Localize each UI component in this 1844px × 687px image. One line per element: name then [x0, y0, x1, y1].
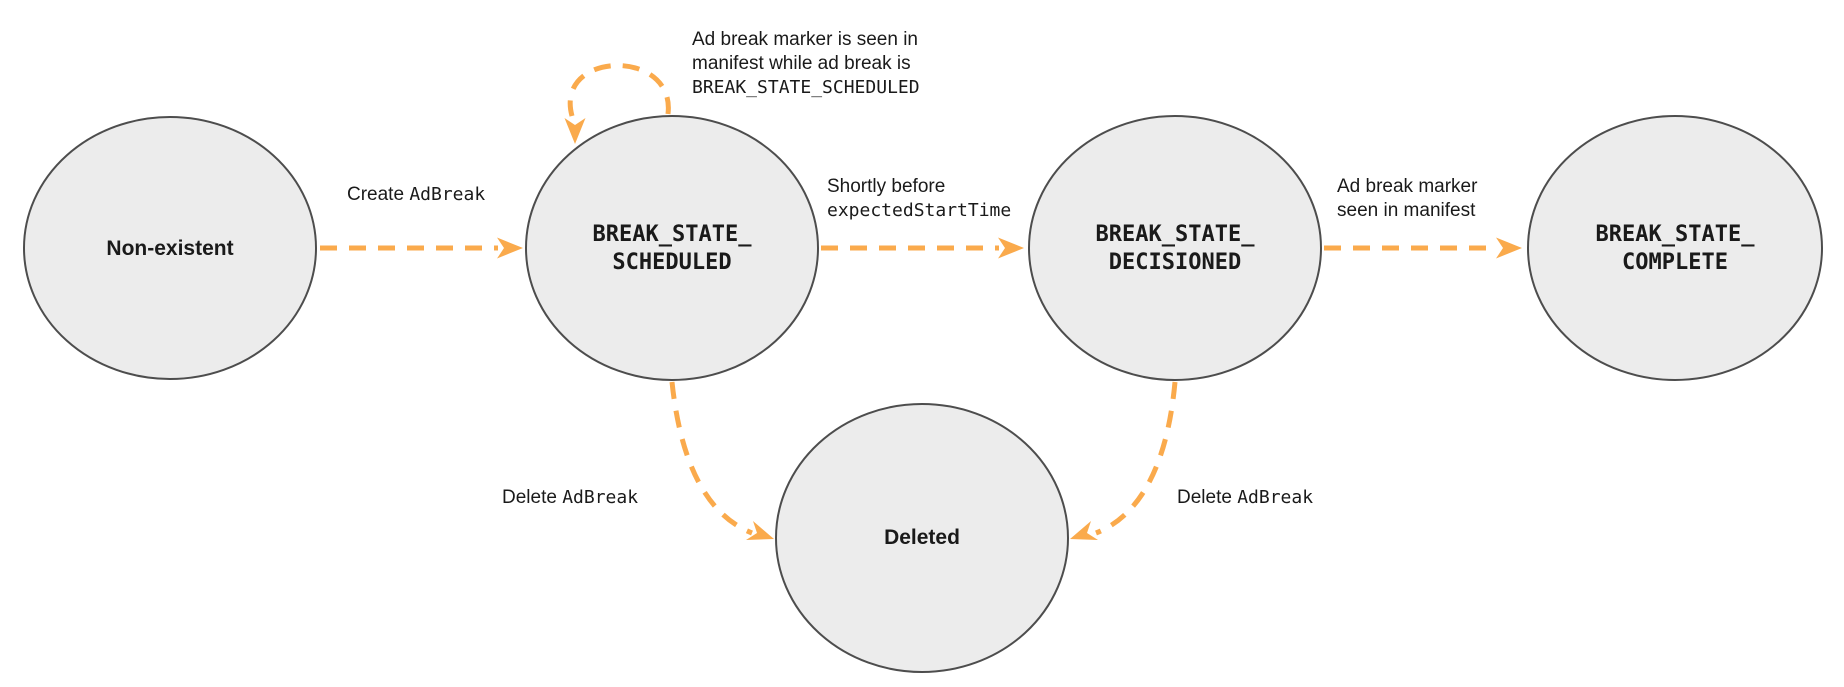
arrowhead-scheduled-to-decisioned — [998, 237, 1024, 259]
transition-label-delete-left-code: AdBreak — [562, 487, 639, 508]
state-label-decisioned-line2: DECISIONED — [1108, 250, 1242, 275]
state-node-non-existent — [23, 116, 317, 380]
transition-label-scheduled-to-deleted: Delete AdBreak — [502, 486, 638, 510]
state-label-decisioned-line1: BREAK_STATE_ — [1095, 222, 1255, 247]
self-loop-label-line1: Ad break marker is seen in — [692, 29, 918, 50]
state-label-complete-line2: COMPLETE — [1622, 250, 1728, 275]
state-label-decisioned: BREAK_STATE_ DECISIONED — [1096, 221, 1255, 277]
edge-scheduled-to-deleted — [669, 381, 753, 536]
edge-decisioned-to-deleted — [1095, 381, 1178, 536]
state-node-decisioned — [1028, 115, 1322, 381]
transition-label-create-adbreak: Create AdBreak — [347, 183, 485, 207]
transition-label-decisioned-to-deleted: Delete AdBreak — [1177, 486, 1313, 510]
transition-label-scheduled-self-loop: Ad break marker is seen in manifest whil… — [692, 28, 920, 100]
state-label-scheduled-line2: SCHEDULED — [612, 250, 732, 275]
arrowhead-scheduled-self-loop — [564, 118, 586, 144]
arrowhead-scheduled-to-deleted — [746, 521, 774, 540]
ad-break-marker-line: Ad break marker — [1337, 176, 1478, 197]
arrowhead-decisioned-to-complete — [1496, 237, 1522, 259]
state-label-scheduled: BREAK_STATE_ SCHEDULED — [593, 221, 752, 277]
shortly-before-line: Shortly before — [827, 176, 946, 197]
self-loop-label-line2: manifest while ad break is — [692, 53, 911, 74]
transition-label-decisioned-to-complete: Ad break marker seen in manifest — [1337, 175, 1477, 223]
arrowhead-create-adbreak — [497, 237, 523, 259]
expected-start-time-line: expectedStartTime — [827, 200, 1012, 221]
state-node-complete — [1527, 115, 1823, 381]
state-label-complete-line1: BREAK_STATE_ — [1595, 222, 1755, 247]
transition-label-create-adbreak-code: AdBreak — [409, 184, 486, 205]
seen-in-manifest-line: seen in manifest — [1337, 200, 1476, 221]
self-loop-label-line3: BREAK_STATE_SCHEDULED — [692, 77, 920, 98]
transition-label-delete-left-text: Delete — [502, 487, 563, 508]
state-label-scheduled-line1: BREAK_STATE_ — [592, 222, 752, 247]
transition-label-delete-right-text: Delete — [1177, 487, 1238, 508]
state-node-deleted — [775, 403, 1069, 673]
edge-scheduled-self-loop — [567, 63, 671, 117]
state-label-complete: BREAK_STATE_ COMPLETE — [1596, 221, 1755, 277]
transition-label-create-adbreak-text: Create — [347, 184, 410, 205]
state-label-non-existent: Non-existent — [106, 237, 234, 260]
state-node-scheduled — [525, 115, 819, 381]
transition-label-scheduled-to-decisioned: Shortly before expectedStartTime — [827, 175, 1011, 223]
transition-label-delete-right-code: AdBreak — [1237, 487, 1314, 508]
arrowhead-decisioned-to-deleted — [1070, 521, 1098, 540]
state-label-deleted: Deleted — [884, 526, 960, 549]
